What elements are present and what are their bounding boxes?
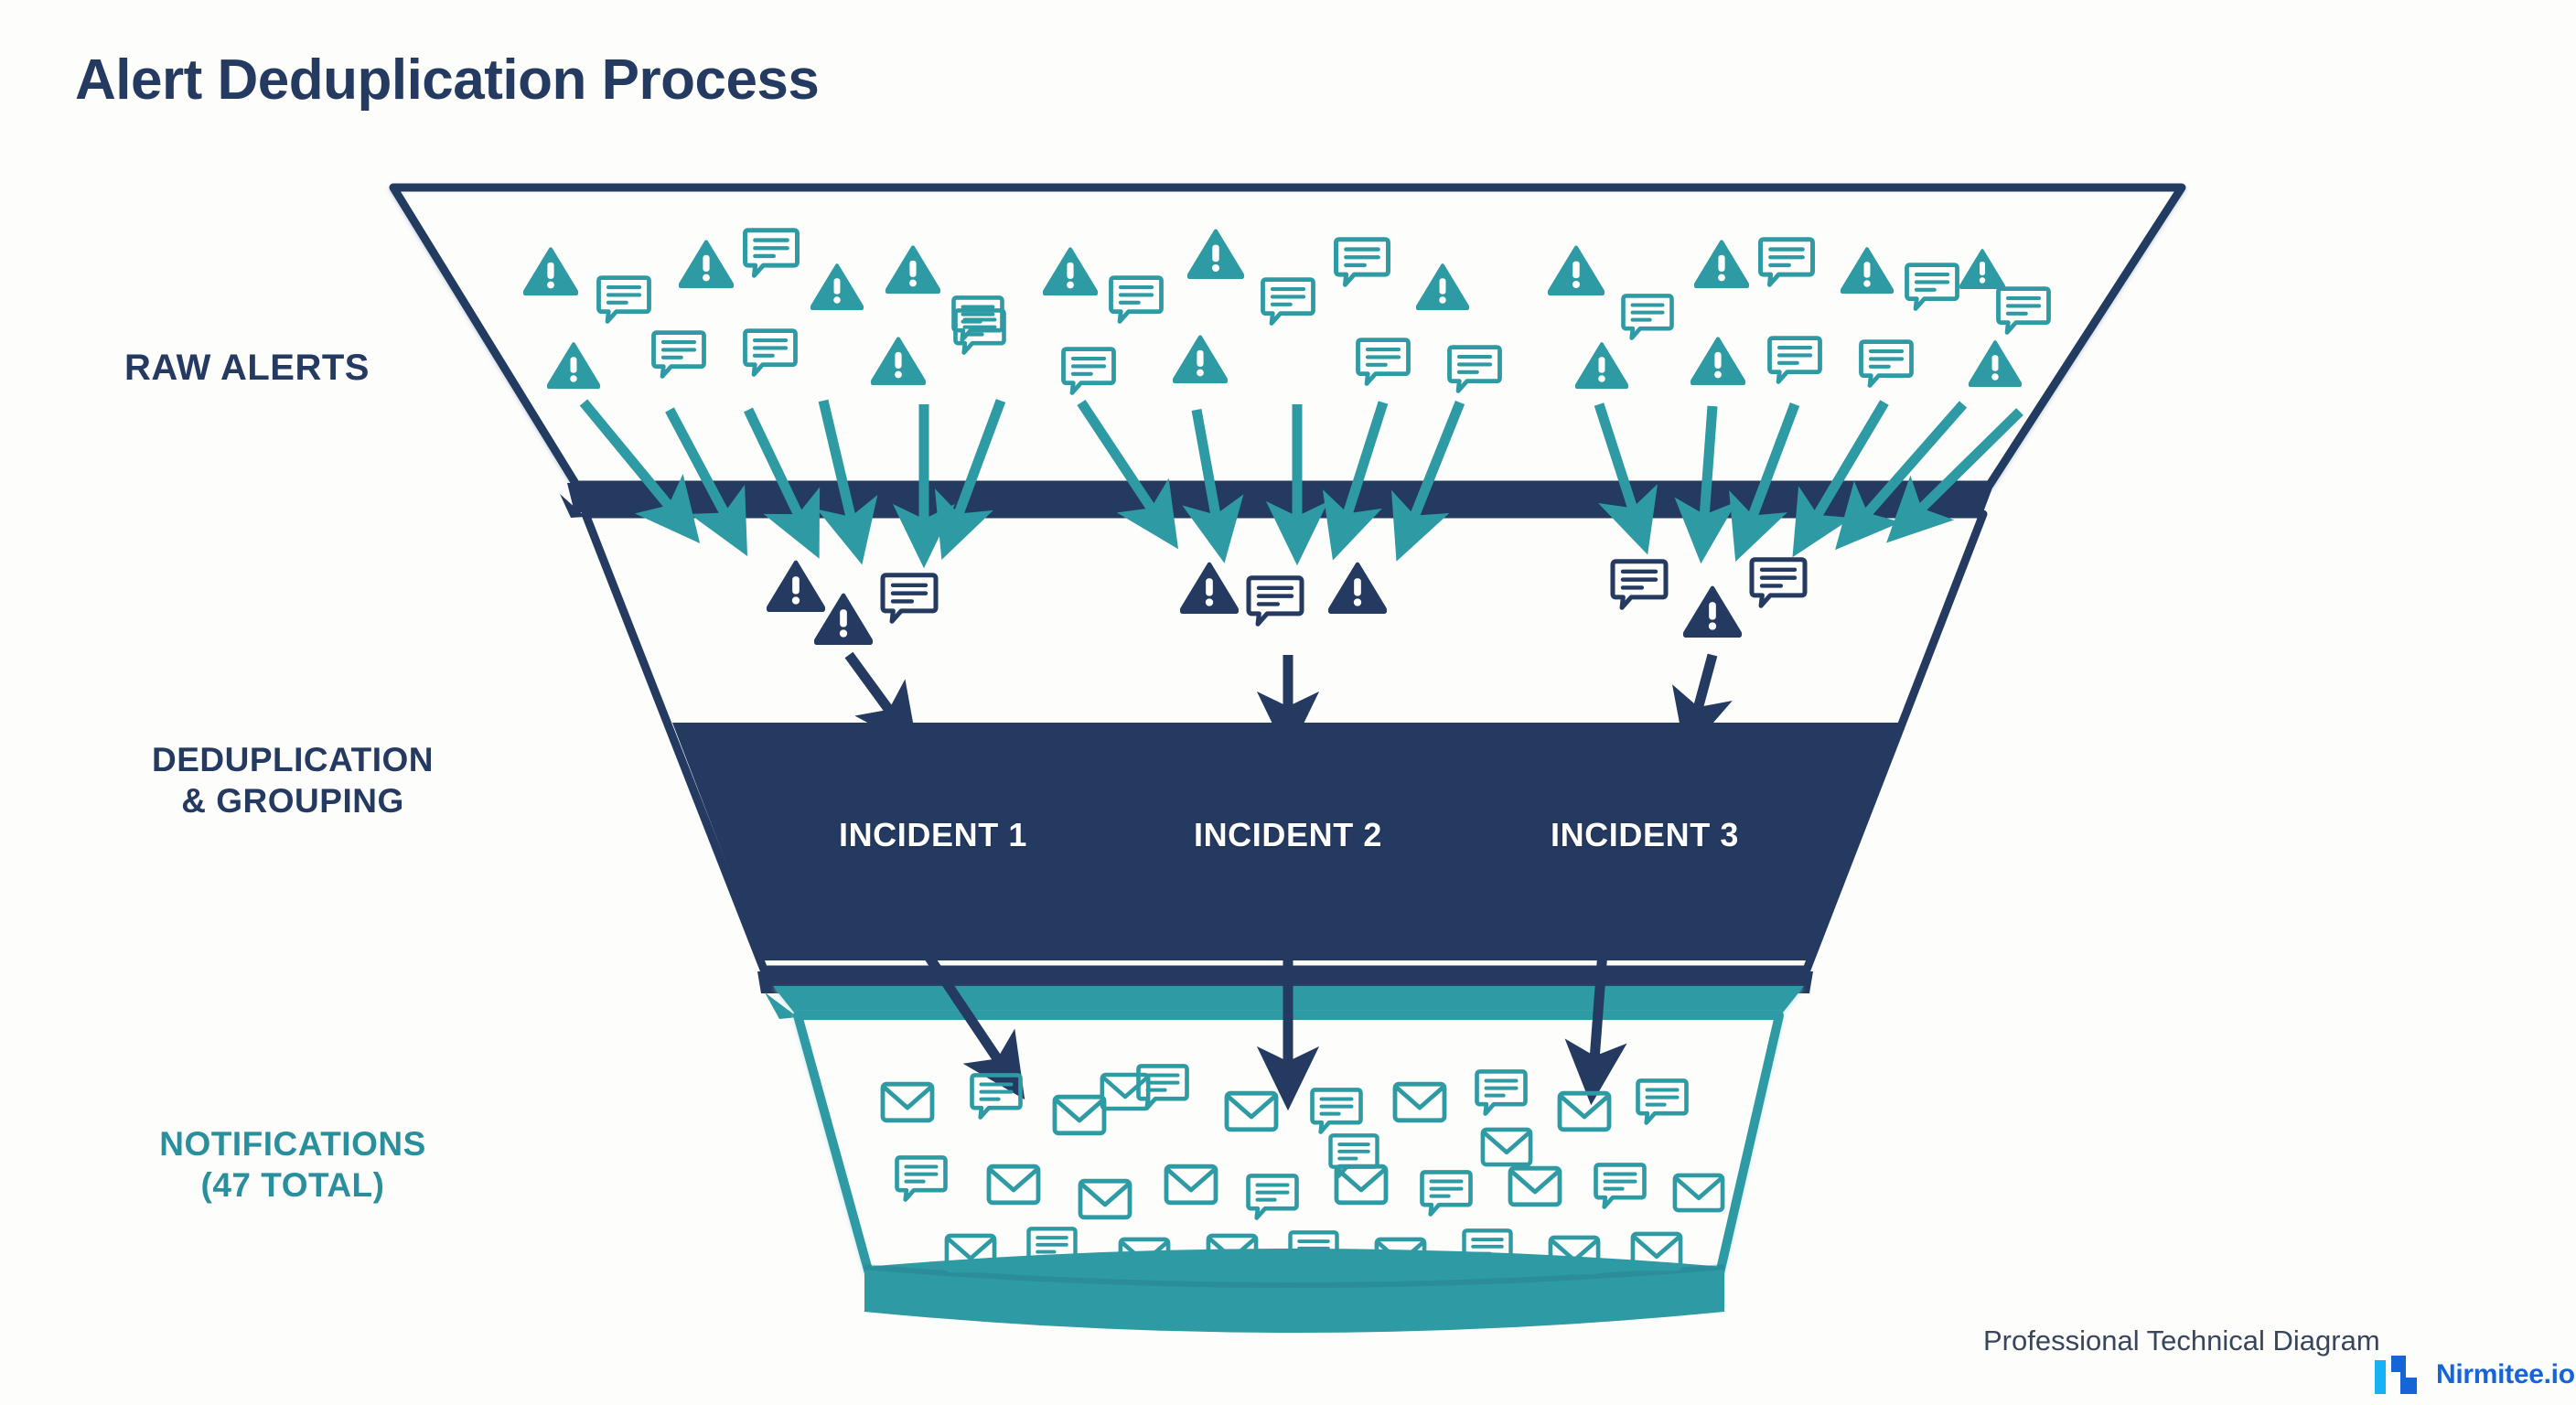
raw-alert-flow-arrows: [579, 399, 2023, 569]
incident-box[interactable]: [1123, 725, 1453, 945]
stage-label-line-2: & GROUPING: [181, 782, 404, 820]
funnel-section-raw-alerts: [389, 183, 2186, 489]
stage-label-line-1: DEDUPLICATION: [152, 741, 434, 778]
stage-label-deduplication: DEDUPLICATION & GROUPING: [101, 739, 485, 821]
incident-label-1[interactable]: INCIDENT 1: [838, 816, 1028, 853]
incident-box[interactable]: [768, 725, 1098, 945]
stage-label-raw-alerts: RAW ALERTS: [124, 348, 370, 388]
incident-flow-arrows: [844, 651, 1733, 756]
brand-name: Nirmitee.io: [2436, 1359, 2575, 1389]
stage-label-line-2: (47 TOTAL): [200, 1166, 385, 1205]
footer-caption: Professional Technical Diagram: [1983, 1325, 2380, 1357]
incident-boxes: [768, 725, 1809, 945]
incident-label-3[interactable]: INCIDENT 3: [1550, 816, 1740, 853]
stage-label-line-1: NOTIFICATIONS: [159, 1125, 426, 1163]
incident-label-2[interactable]: INCIDENT 2: [1193, 816, 1383, 853]
stage-label-notifications: NOTIFICATIONS (47 TOTAL): [101, 1123, 485, 1206]
page-title: Alert Deduplication Process: [75, 48, 820, 112]
incident-box[interactable]: [1480, 725, 1809, 945]
notification-flow-arrows: [918, 943, 1627, 1111]
brand-watermark: Nirmitee.io: [2373, 1354, 2575, 1396]
nirmitee-logo-icon: [2375, 1356, 2417, 1394]
funnel-section-notifications: [765, 986, 1804, 1333]
